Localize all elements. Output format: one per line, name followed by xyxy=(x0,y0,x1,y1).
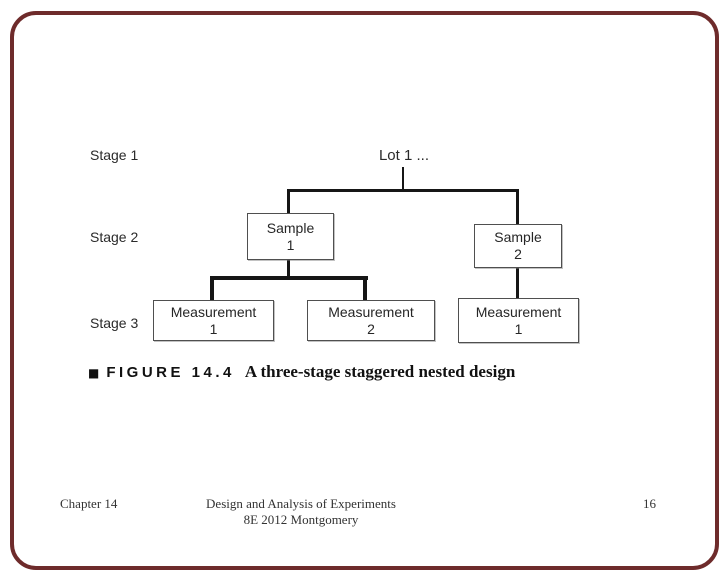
figure-title: A three-stage staggered nested design xyxy=(244,362,516,381)
node-number: 2 xyxy=(514,246,522,262)
node-measurement-1: Measurement 1 xyxy=(153,300,274,341)
node-measurement-2: Measurement 2 xyxy=(307,300,435,341)
root-node-label: Lot 1 ... xyxy=(378,147,430,164)
connector-to-sample-1 xyxy=(287,189,290,214)
stage-3-label: Stage 3 xyxy=(90,315,139,331)
connector-level1-horizontal xyxy=(288,189,519,192)
figure-caption: ■ FIGURE 14.4 A three-stage staggered ne… xyxy=(88,362,515,382)
figure-label: FIGURE 14.4 xyxy=(106,364,235,381)
slide: { "colors": { "slide_border": "#6e2b2b",… xyxy=(10,11,719,570)
node-label: Sample xyxy=(494,229,542,245)
node-number: 1 xyxy=(286,236,295,253)
connector-lot-stem xyxy=(402,167,404,191)
bullet-square-icon: ■ xyxy=(88,366,100,380)
node-label: Sample xyxy=(266,219,315,236)
stage-2-label: Stage 2 xyxy=(90,229,139,245)
node-number: 1 xyxy=(209,320,218,337)
footer-page-number: 16 xyxy=(643,496,656,511)
node-label: Measurement xyxy=(170,303,257,320)
connector-to-measurement-2 xyxy=(363,276,367,301)
footer-edition: 8E 2012 Montgomery xyxy=(243,512,359,527)
node-sample-2: Sample 2 xyxy=(474,224,562,268)
connector-to-measurement-1 xyxy=(210,276,214,301)
connector-level2-horizontal xyxy=(210,276,368,280)
node-label: Measurement xyxy=(328,303,414,320)
connector-to-sample-2 xyxy=(516,189,519,225)
node-label: Measurement xyxy=(475,303,562,320)
node-sample-1: Sample 1 xyxy=(247,213,334,260)
node-number: 1 xyxy=(514,320,523,337)
connector-sample-1-stem xyxy=(287,258,290,277)
node-number: 2 xyxy=(367,320,375,337)
connector-sample-2-stem xyxy=(516,266,519,299)
footer-book-title: Design and Analysis of Experiments xyxy=(206,496,396,511)
node-measurement-1-right: Measurement 1 xyxy=(458,298,579,343)
footer-center: Design and Analysis of Experiments 8E 20… xyxy=(151,496,451,528)
footer-chapter: Chapter 14 xyxy=(60,496,118,511)
stage-1-label: Stage 1 xyxy=(90,147,139,163)
